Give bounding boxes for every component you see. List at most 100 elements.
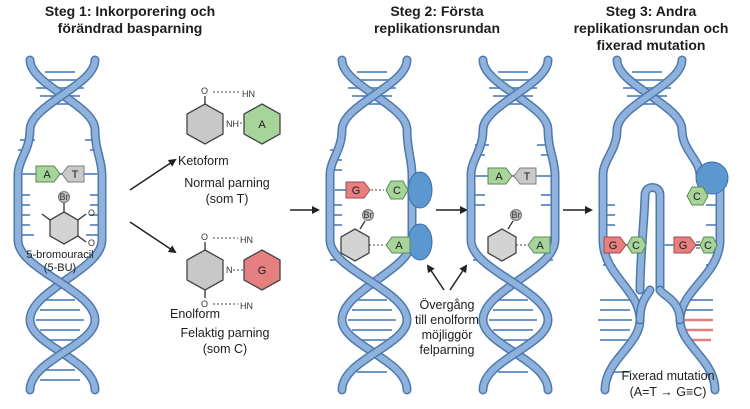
base-g-label: G [679,240,688,252]
note-line1: Övergång [420,298,475,312]
enol-guanine-ring [243,249,281,291]
ketoform-structure: O NH HN A [186,86,281,145]
5bu-ring [49,211,79,245]
keto-hn-label: HN [242,89,255,99]
base-c-shape [385,180,409,200]
step3-dna: C G C G C [598,55,729,395]
step1-dna-backbone [13,55,107,395]
step1-base-pair-at: A T [22,165,98,183]
base-a-shape [487,167,513,185]
step3-title-line1: Steg 3: Andra [606,3,697,19]
enol-oxygen-label-bottom: O [201,299,208,309]
step3-incoming-c: C [686,185,709,206]
step2-dna-right-backbone [466,55,560,395]
base-c-shape [686,186,709,206]
step2-title: Steg 2: Första replikationsrundan [374,3,500,36]
ketoform-label: Ketoform [178,154,229,168]
bromine-label: Br [512,210,521,220]
enol-oxygen-label-top: O [201,232,208,242]
enol-n-label: N [226,265,233,275]
base-c-label: C [393,185,401,197]
bromine-atom-icon [58,191,70,203]
base-g-label: G [352,185,361,197]
step2-dna-right: A T Br A [466,55,560,395]
base-g-shape [673,236,697,254]
step2-left-pair-gc: G C [332,180,409,200]
base-t-label: T [524,171,531,183]
enol-hn-label-bottom: HN [240,301,253,311]
base-a-shape [35,165,61,183]
step3-title: Steg 3: Andra replikationsrundan och fix… [574,3,729,53]
wrong-pairing-line1: Felaktig parning [181,326,270,340]
base-a-label: A [536,240,544,252]
analog-name-line2: (5-BU) [44,262,76,274]
normal-pairing-line2: (som T) [206,192,249,206]
step1-title: Steg 1: Inkorporering och förändrad basp… [45,3,215,36]
base-a-shape [385,236,411,254]
base-a-label: A [495,171,503,183]
bromine-label: Br [364,210,373,220]
step2-title-line2: replikationsrundan [374,20,500,36]
base-t-shape [61,165,85,183]
step2-title-line1: Steg 2: Första [390,3,484,19]
bromine-label: Br [60,192,69,202]
step3-left-pair-gc: G C [603,236,647,254]
step3-title-line3: fixerad mutation [597,37,706,53]
base-a-shape [527,236,551,254]
step1-title-line1: Steg 1: Inkorporering och [45,3,215,19]
step1-5bu-molecule: Br O O [41,191,95,248]
enol-hn-label-top: HN [240,235,253,245]
base-g-shape [345,181,371,199]
base-c-label: C [632,240,640,252]
note-line4: felparning [420,343,475,357]
enol-transition-note: Övergång till enolform möjliggör felparn… [415,298,479,357]
polymerase-icon-bottom [407,223,433,261]
step3-title-line2: replikationsrundan och [574,20,729,36]
analog-name-line1: 5-bromouracil [26,249,93,261]
note-line3: möjliggör [422,328,473,342]
base-c-label: C [693,191,701,203]
base-t-shape [513,167,537,185]
wrong-pairing-line2: (som C) [203,342,247,356]
note-arrow-right [449,264,468,291]
normal-pairing-line1: Normal parning [184,176,270,190]
bromine-atom-icon [362,209,374,221]
arrow-to-enolform [129,221,177,254]
step1-dna: A T Br O O 5-bromouracil (5-BU) [13,55,107,395]
fixed-mutation-caption-line1: Fixerad mutation [621,369,714,383]
step2-right-pair-at: A T [475,167,551,185]
keto-adenine-label: A [258,119,266,131]
5bu-ring [340,228,370,262]
base-a-label: A [43,169,51,181]
bromine-atom-icon [510,209,522,221]
step2-dna-left: G C Br A [325,55,433,395]
enol-5bu-ring [186,249,224,291]
enolform-label: Enolform [170,307,220,321]
note-line2: till enolform [415,313,479,327]
keto-nh-label: NH [226,119,239,129]
step3-dna-backbone [598,55,725,395]
enolform-structure: O O N HN H HN G [186,232,281,311]
polymerase-icon-top [407,171,433,209]
arrow-to-ketoform [129,158,177,191]
note-arrow-left [426,264,445,291]
base-g-shape [603,236,627,254]
oxygen-label-2: O [88,238,95,248]
enol-guanine-label: G [258,265,267,277]
5bu-ring [487,228,517,262]
step3-right-pair-gc: G C [662,236,718,254]
step1-title-line2: förändrad basparning [58,20,203,36]
oxygen-label-1: O [88,208,95,218]
keto-oxygen-label: O [201,86,208,96]
base-c-shape [626,236,647,254]
step2-left-5bu-a: Br A [340,209,411,262]
keto-5bu-ring [186,103,224,145]
keto-adenine-ring [243,103,281,145]
base-c-label: C [704,240,712,252]
base-c-shape [699,236,718,254]
base-t-label: T [72,169,79,181]
fixed-mutation-caption-line2: (A=T → G≡C) [630,385,707,399]
step2-right-5bu-a: Br A [487,209,551,262]
base-g-label: G [609,240,618,252]
